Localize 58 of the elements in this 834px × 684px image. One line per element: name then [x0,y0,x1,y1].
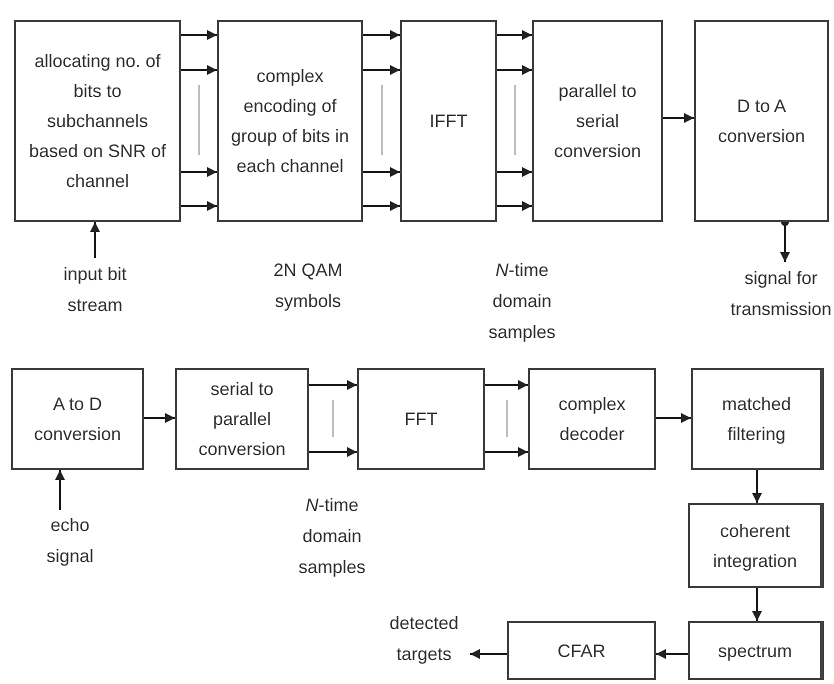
process-box [694,20,829,222]
box-label: spectrum [718,640,792,663]
process-box [507,621,656,680]
node-label: input bit stream [45,258,145,322]
arrow [309,380,357,390]
arrow [363,167,400,177]
box-label: matched filtering [720,393,792,446]
process-box [175,368,309,470]
box-label: FFT [404,408,438,431]
arrow [144,413,175,423]
arrow [363,65,400,75]
box-label: D to A conversion [716,95,806,148]
arrow [181,167,217,177]
process-box [217,20,363,222]
arrow [363,30,400,40]
signal-note: N-time domain samples [487,259,557,344]
arrow [485,447,528,457]
box-label: coherent integration [712,520,798,573]
process-box [11,368,144,470]
arrow [752,470,762,503]
process-box [528,368,656,470]
arrow [485,380,528,390]
box-label: complex encoding of group of bits in each channel [230,65,350,178]
process-box [688,621,824,680]
arrow [497,201,532,211]
arrow [90,222,100,258]
signal-note: N-time domain samples [297,494,367,579]
arrow [181,30,217,40]
arrow [497,167,532,177]
process-box [357,368,485,470]
arrow [497,65,532,75]
arrow [656,649,688,659]
process-box [400,20,497,222]
process-box [688,503,824,588]
node-label: signal for transmission [728,262,834,326]
arrow [470,649,507,659]
box-label: complex decoder [557,393,627,446]
arrow [309,447,357,457]
signal-note: 2N QAM symbols [272,259,344,313]
arrow [181,201,217,211]
box-label: A to D conversion [32,393,122,446]
box-label: parallel to serial conversion [552,80,642,163]
arrow [656,413,691,423]
box-label: CFAR [557,640,606,662]
arrow [663,113,694,123]
process-box [14,20,181,222]
arrow [55,470,65,510]
process-box [691,368,824,470]
arrow [181,65,217,75]
box-label: allocating no. of bits to subchannels based on SNR of channel [28,50,167,193]
box-label: IFFT [430,110,468,133]
node-label: detected targets [378,608,470,670]
node-label: echo signal [25,510,115,572]
arrow [752,588,762,621]
arrow [363,201,400,211]
process-box [532,20,663,222]
arrow [497,30,532,40]
box-label: serial to parallel conversion [197,378,287,461]
